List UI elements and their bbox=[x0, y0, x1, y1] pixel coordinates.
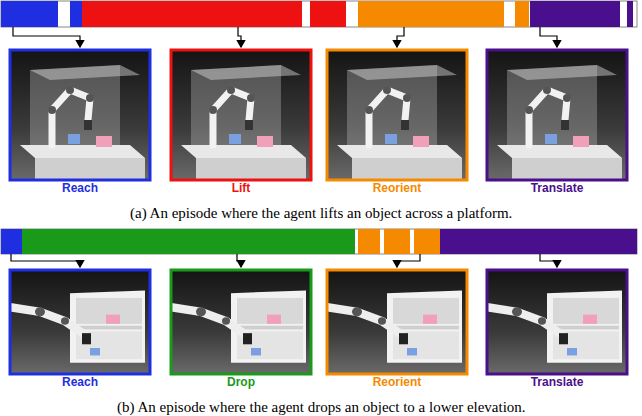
phase-label: Reorient bbox=[327, 181, 467, 195]
episode-frame: Reach bbox=[10, 270, 150, 389]
episode-frame: Translate bbox=[487, 270, 627, 389]
phase-label: Translate bbox=[487, 375, 627, 389]
subfigure-caption: (a) An episode where the agent lifts an … bbox=[130, 205, 512, 222]
episode-frame: Translate bbox=[487, 50, 627, 195]
phase-label: Drop bbox=[171, 375, 311, 389]
episode-frame: Reorient bbox=[327, 270, 467, 389]
phase-label: Translate bbox=[487, 181, 627, 195]
subfigure-caption: (b) An episode where the agent drops an … bbox=[117, 399, 526, 416]
episode-frame: Drop bbox=[171, 270, 311, 389]
phase-label: Reach bbox=[10, 181, 150, 195]
episode-frame: Lift bbox=[171, 50, 311, 195]
phase-label: Reach bbox=[10, 375, 150, 389]
episode-frame: Reorient bbox=[327, 50, 467, 195]
phase-label: Reorient bbox=[327, 375, 467, 389]
episode-frame: Reach bbox=[10, 50, 150, 195]
phase-label: Lift bbox=[171, 181, 311, 195]
